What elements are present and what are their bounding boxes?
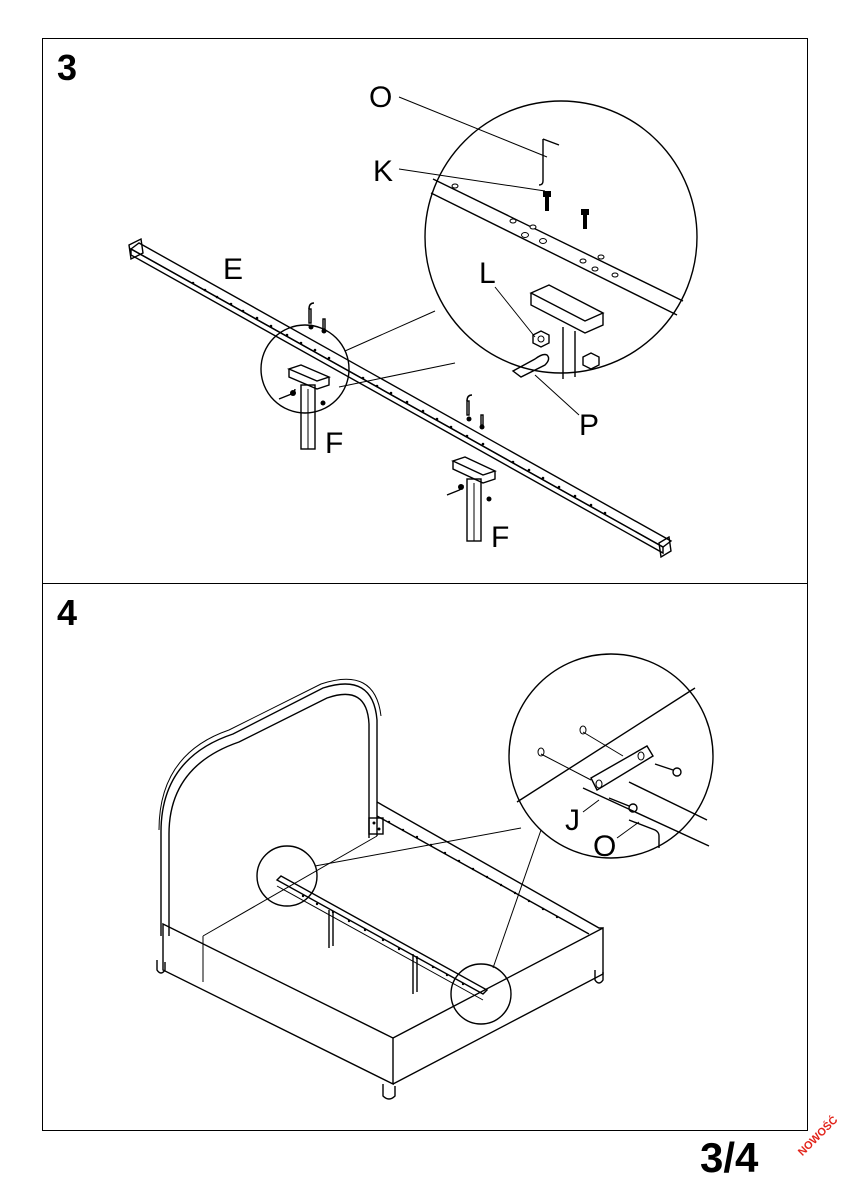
label-e: E [223,253,243,286]
label-f: F [325,427,343,460]
detail-circle-large [398,96,698,416]
step-4-diagram: J O [156,653,714,1100]
detail-circle-large [508,653,714,859]
support-leg-f [446,394,497,542]
step-3-panel: 3 [42,38,808,584]
callout-line [344,310,436,352]
step-3-diagram: O K E L P F F [128,81,698,559]
label-f: F [491,521,509,554]
center-rail-e [128,237,673,559]
step-4-panel: 4 [42,583,808,1131]
detail-circle-small [260,324,350,414]
label-k: K [373,155,393,188]
callout-line [338,362,456,388]
detail-circle-small [450,963,512,1025]
label-j: J [565,804,580,837]
label-p: P [579,409,599,442]
bed-frame [156,678,604,1100]
callout-line [492,829,542,969]
label-o: O [593,830,616,863]
support-leg-f [278,302,331,450]
callout-line [314,827,522,867]
detail-circle-small [256,845,318,907]
step-number: 4 [57,592,78,633]
label-l: L [479,257,496,290]
label-o: O [369,81,392,114]
step-number: 3 [57,47,78,88]
page-number: 3/4 [700,1134,759,1181]
